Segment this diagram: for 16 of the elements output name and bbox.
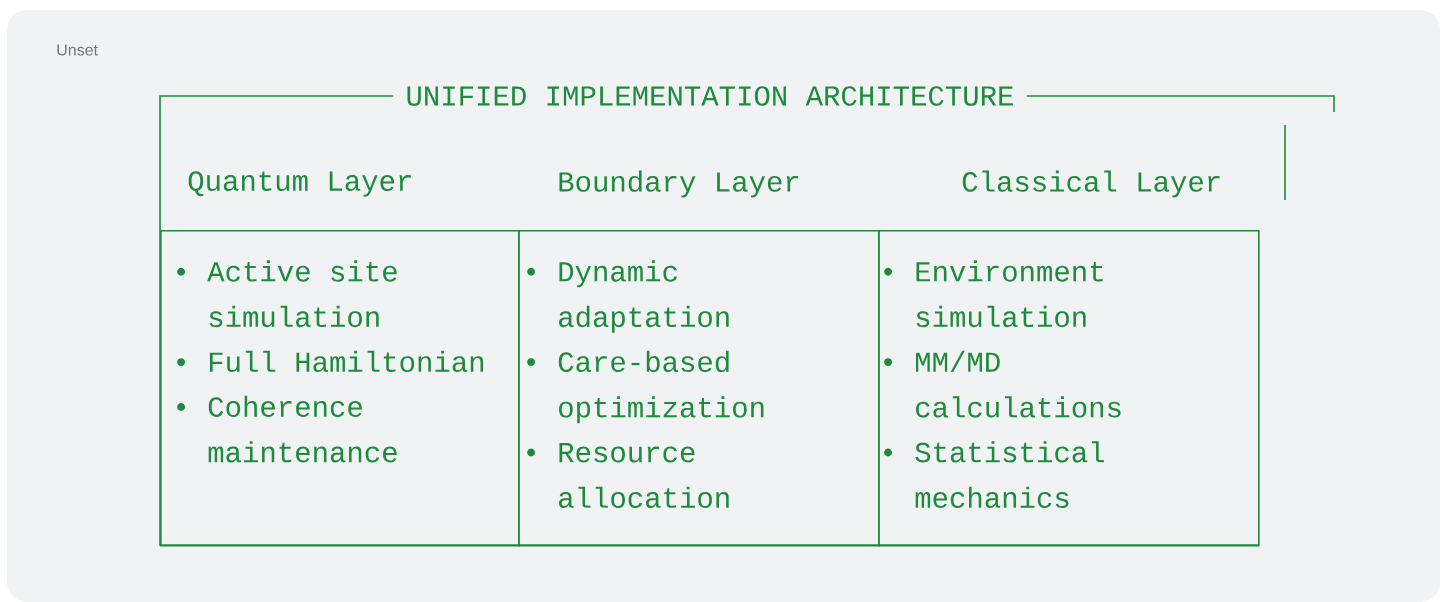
column-cell bbox=[160, 230, 520, 547]
language-label: Unset bbox=[57, 44, 98, 56]
column-heading: Boundary Layer bbox=[559, 170, 799, 198]
column-heading: Quantum Layer bbox=[188, 171, 411, 197]
bullet-item: • Care-based optimization bbox=[527, 350, 764, 424]
column-cell bbox=[878, 230, 1260, 547]
bullet-item: • Environment simulation bbox=[884, 260, 1103, 328]
column-heading: Classical Layer bbox=[962, 170, 1220, 198]
column-cell bbox=[518, 230, 880, 547]
bullet-item: • Active site simulation bbox=[177, 260, 397, 328]
bullet-item: • Dynamic adaptation bbox=[527, 260, 729, 333]
bullet-item: • Full Hamiltonian bbox=[177, 350, 484, 373]
bullet-item: • Resource allocation bbox=[527, 443, 729, 508]
bullet-item: • Coherence maintenance bbox=[177, 395, 397, 463]
bullet-item: • Statistical mechanics bbox=[884, 441, 1104, 508]
bullet-item: • MM/MD calculations bbox=[884, 350, 1121, 418]
